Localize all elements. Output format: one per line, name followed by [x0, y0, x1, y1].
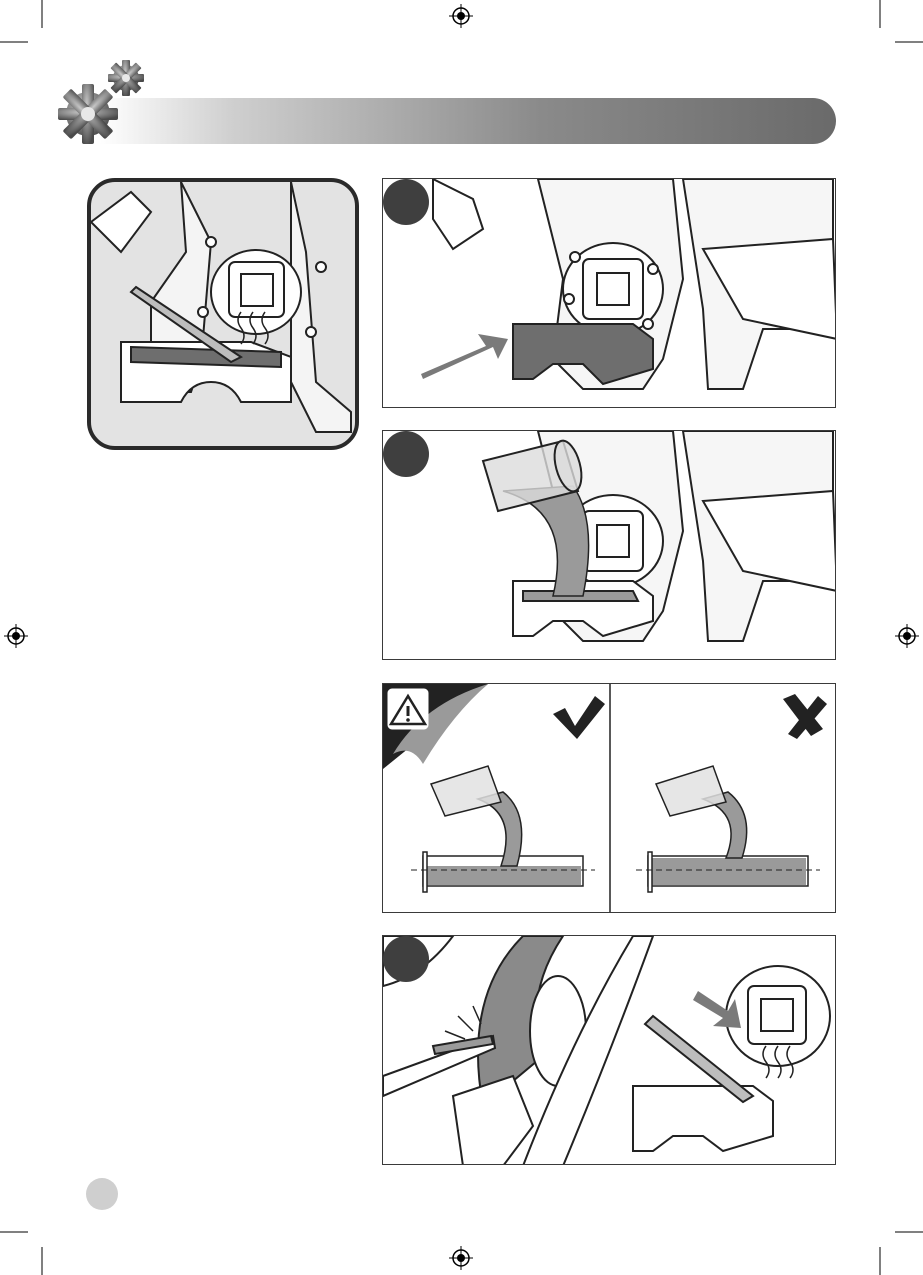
step-3-badge: [383, 936, 429, 982]
fill-tray-illustration: [383, 431, 836, 660]
step-3-panel: [382, 935, 836, 1165]
callout-illustration: [87, 178, 359, 450]
registration-mark-icon: [449, 4, 473, 28]
grinder-tray-closeup: [91, 182, 359, 450]
step-1-panel: [382, 178, 836, 408]
registration-mark-icon: [449, 1246, 473, 1270]
step-2-panel: [382, 430, 836, 660]
registration-mark-icon: [895, 624, 919, 648]
fill-level-panel: [382, 683, 836, 913]
step-1-badge: [383, 179, 429, 225]
page-number-dot: [86, 1178, 118, 1210]
check-mark-icon: [553, 696, 605, 739]
header-bar: [100, 98, 836, 144]
remove-tray-illustration: [383, 179, 836, 408]
fill-level-illustration: [383, 684, 836, 913]
step-2-badge: [383, 431, 429, 477]
grind-and-cool-illustration: [383, 936, 836, 1165]
registration-mark-icon: [4, 624, 28, 648]
cross-mark-icon: [783, 694, 827, 739]
gears-icon: [58, 56, 158, 146]
